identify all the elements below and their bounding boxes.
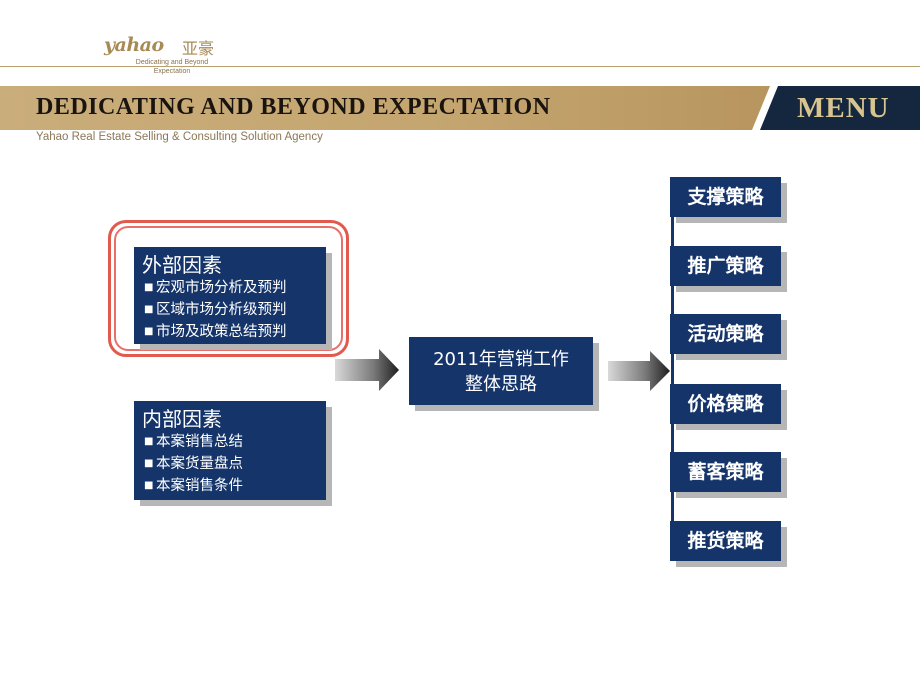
arrow-right-icon bbox=[335, 349, 399, 391]
external-factor-item: ■市场及政策总结预判 bbox=[144, 324, 287, 340]
strategy-pricing: 价格策略 bbox=[670, 384, 781, 424]
internal-factors-title: 内部因素 bbox=[142, 407, 222, 431]
header-title: DEDICATING AND BEYOND EXPECTATION bbox=[36, 94, 551, 120]
strategy-promotion: 推广策略 bbox=[670, 246, 781, 286]
logo-text: yahao bbox=[104, 34, 164, 56]
overall-plan-line-1: 2011年营销工作 bbox=[433, 349, 569, 370]
external-factors-title: 外部因素 bbox=[142, 253, 222, 277]
header-divider bbox=[0, 66, 920, 67]
highlight-ring-outer bbox=[108, 220, 349, 357]
logo-tagline-2: Expectation bbox=[153, 68, 191, 75]
internal-factor-item: ■本案销售条件 bbox=[144, 478, 243, 494]
strategy-connector-line bbox=[671, 178, 674, 558]
menu-button[interactable]: MENU bbox=[797, 92, 890, 124]
highlight-ring-inner bbox=[114, 226, 343, 351]
external-factors-box: 外部因素 ■宏观市场分析及预判 ■区域市场分析级预判 ■市场及政策总结预判 bbox=[134, 247, 326, 344]
strategy-customer-accumulation: 蓄客策略 bbox=[670, 452, 781, 492]
logo-tagline-1: Dedicating and Beyond bbox=[135, 59, 209, 66]
internal-factor-item: ■本案销售总结 bbox=[144, 434, 243, 450]
strategy-support: 支撑策略 bbox=[670, 177, 781, 217]
arrow-right-icon bbox=[608, 351, 670, 391]
overall-plan-line-2: 整体思路 bbox=[465, 374, 537, 395]
internal-factors-box: 内部因素 ■本案销售总结 ■本案货量盘点 ■本案销售条件 bbox=[134, 401, 326, 500]
logo-chinese-text: 亚豪 bbox=[182, 39, 215, 58]
external-factor-item: ■宏观市场分析及预判 bbox=[144, 280, 287, 296]
external-factor-item: ■区域市场分析级预判 bbox=[144, 302, 287, 318]
strategy-activity: 活动策略 bbox=[670, 314, 781, 354]
overall-plan-box: 2011年营销工作 整体思路 bbox=[409, 337, 593, 405]
header-subtitle: Yahao Real Estate Selling & Consulting S… bbox=[36, 131, 323, 143]
company-logo: yahao 亚豪 Dedicating and Beyond Expectati… bbox=[104, 34, 234, 80]
strategy-inventory-release: 推货策略 bbox=[670, 521, 781, 561]
internal-factor-item: ■本案货量盘点 bbox=[144, 456, 243, 472]
header-band bbox=[0, 86, 920, 130]
